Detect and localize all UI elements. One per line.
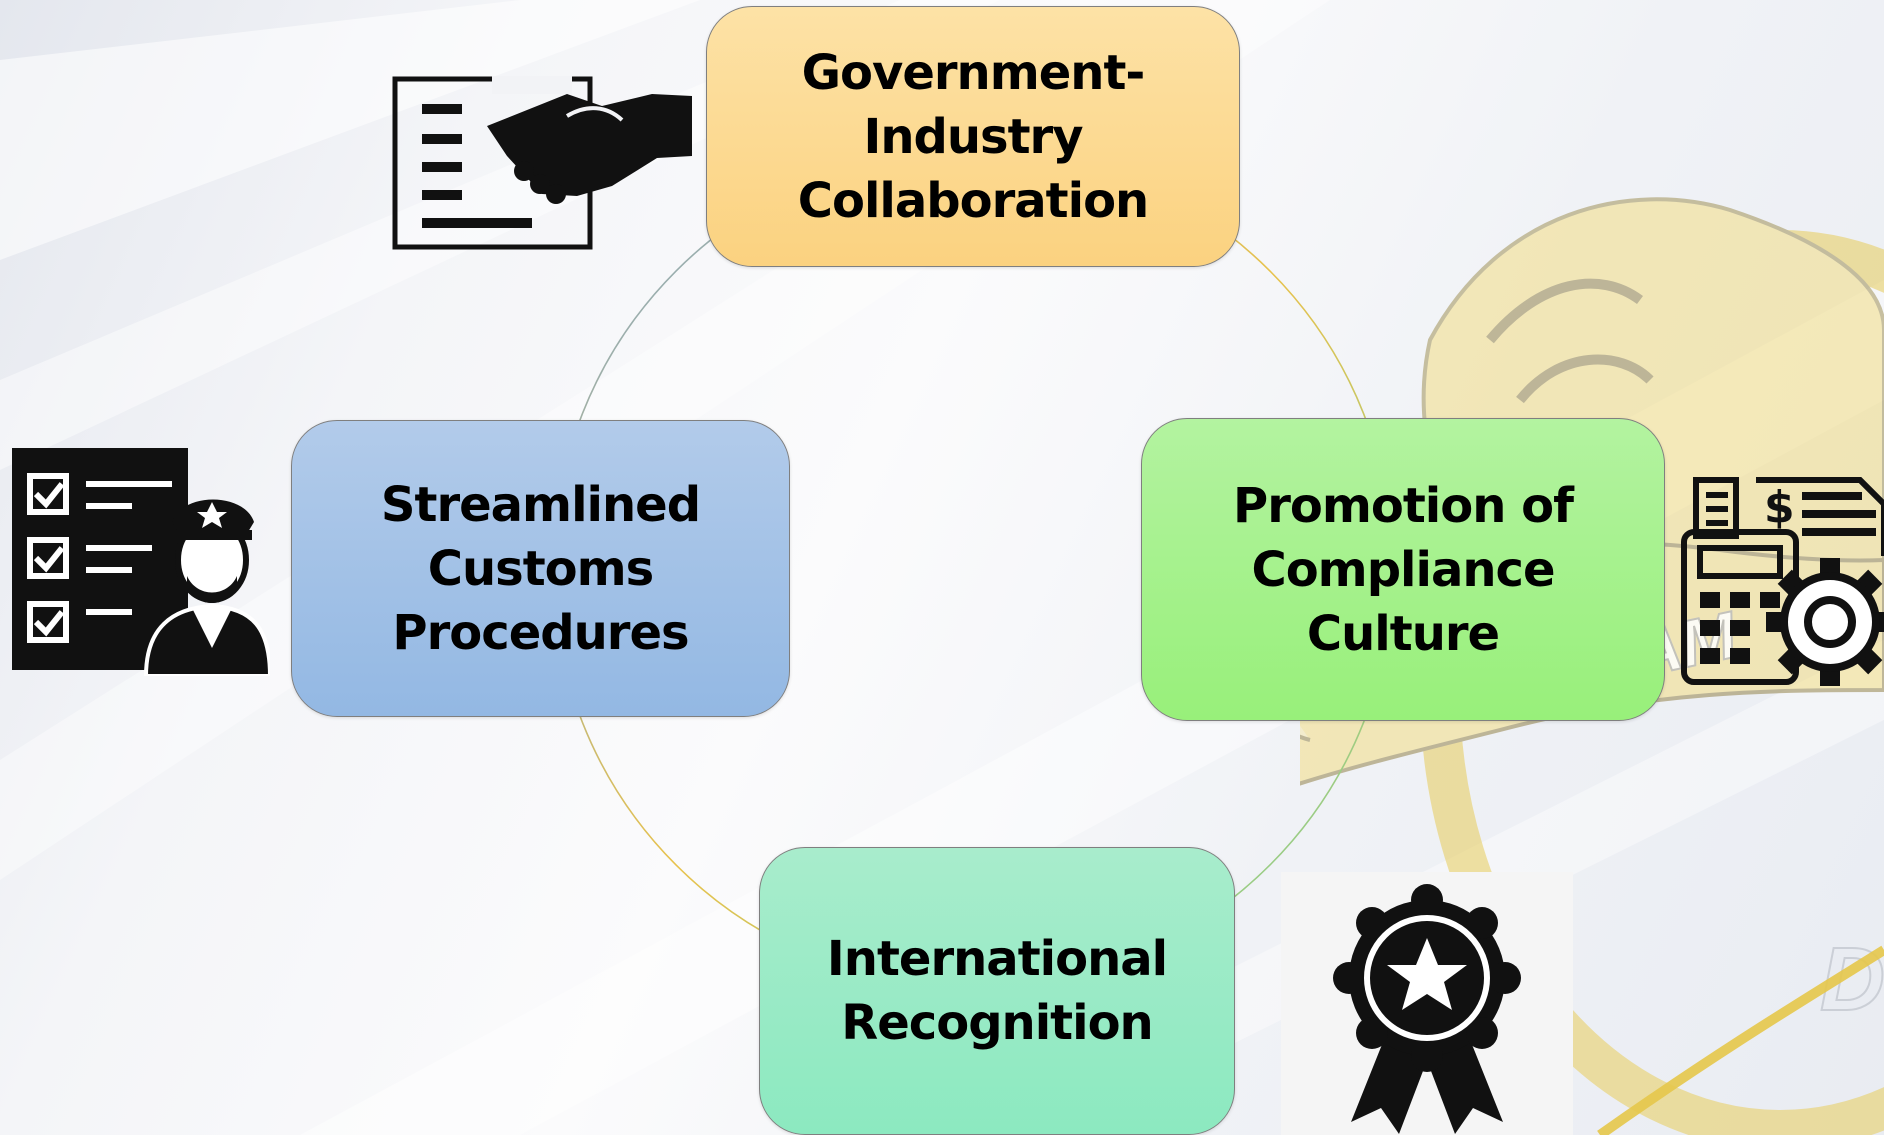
node-government-industry-collaboration: Government- Industry Collaboration [706, 6, 1240, 267]
node-streamlined-customs-procedures: Streamlined Customs Procedures [291, 420, 790, 717]
node-label: Government- Industry Collaboration [797, 44, 1149, 229]
handshake-agreement-icon [392, 76, 692, 250]
node-label: Promotion of Compliance Culture [1233, 477, 1574, 662]
node-international-recognition: International Recognition [759, 847, 1235, 1135]
node-promotion-of-compliance-culture: Promotion of Compliance Culture [1141, 418, 1665, 721]
node-label: International Recognition [826, 931, 1168, 1051]
svg-text:$: $ [1764, 482, 1795, 533]
node-label: Streamlined Customs Procedures [380, 476, 701, 661]
accounting-calculator-gear-icon: $ [1681, 477, 1884, 686]
award-ribbon-icon [1333, 884, 1521, 1134]
customs-officer-checklist-icon [12, 448, 270, 676]
